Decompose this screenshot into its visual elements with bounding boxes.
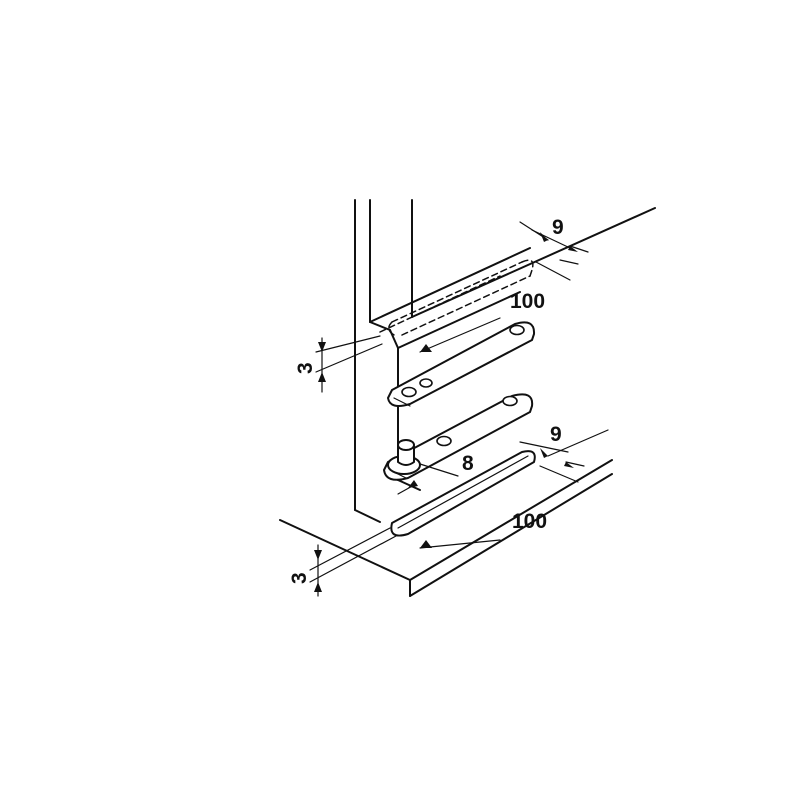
dim-top-length: 100 [510, 290, 545, 313]
floor-block [279, 459, 613, 597]
pivot-pin-top [397, 439, 415, 451]
bottom-plate-hole-2 [502, 395, 518, 407]
top-pivot-plate [387, 321, 536, 407]
top-plate-hole-1 [401, 386, 417, 398]
bottom-plate-hole-1 [436, 435, 452, 447]
dim-top-depth: 3 [294, 362, 317, 374]
dim-bottom-length: 100 [512, 510, 547, 533]
dim-pin-offset: 8 [462, 452, 474, 475]
dim-top-width: 9 [552, 216, 564, 239]
dim-bottom-depth: 3 [288, 572, 311, 584]
dimension-lines [309, 221, 609, 597]
top-plate-hole-3 [509, 324, 525, 336]
pivot-pin [397, 445, 415, 466]
top-mortise-slot [379, 259, 534, 337]
top-plate-hole-2 [419, 378, 433, 388]
dim-bottom-width: 9 [550, 423, 562, 446]
bottom-mortise-slot [390, 450, 536, 537]
dimension-arrows [314, 232, 578, 592]
bottom-pivot-plate [383, 393, 534, 481]
